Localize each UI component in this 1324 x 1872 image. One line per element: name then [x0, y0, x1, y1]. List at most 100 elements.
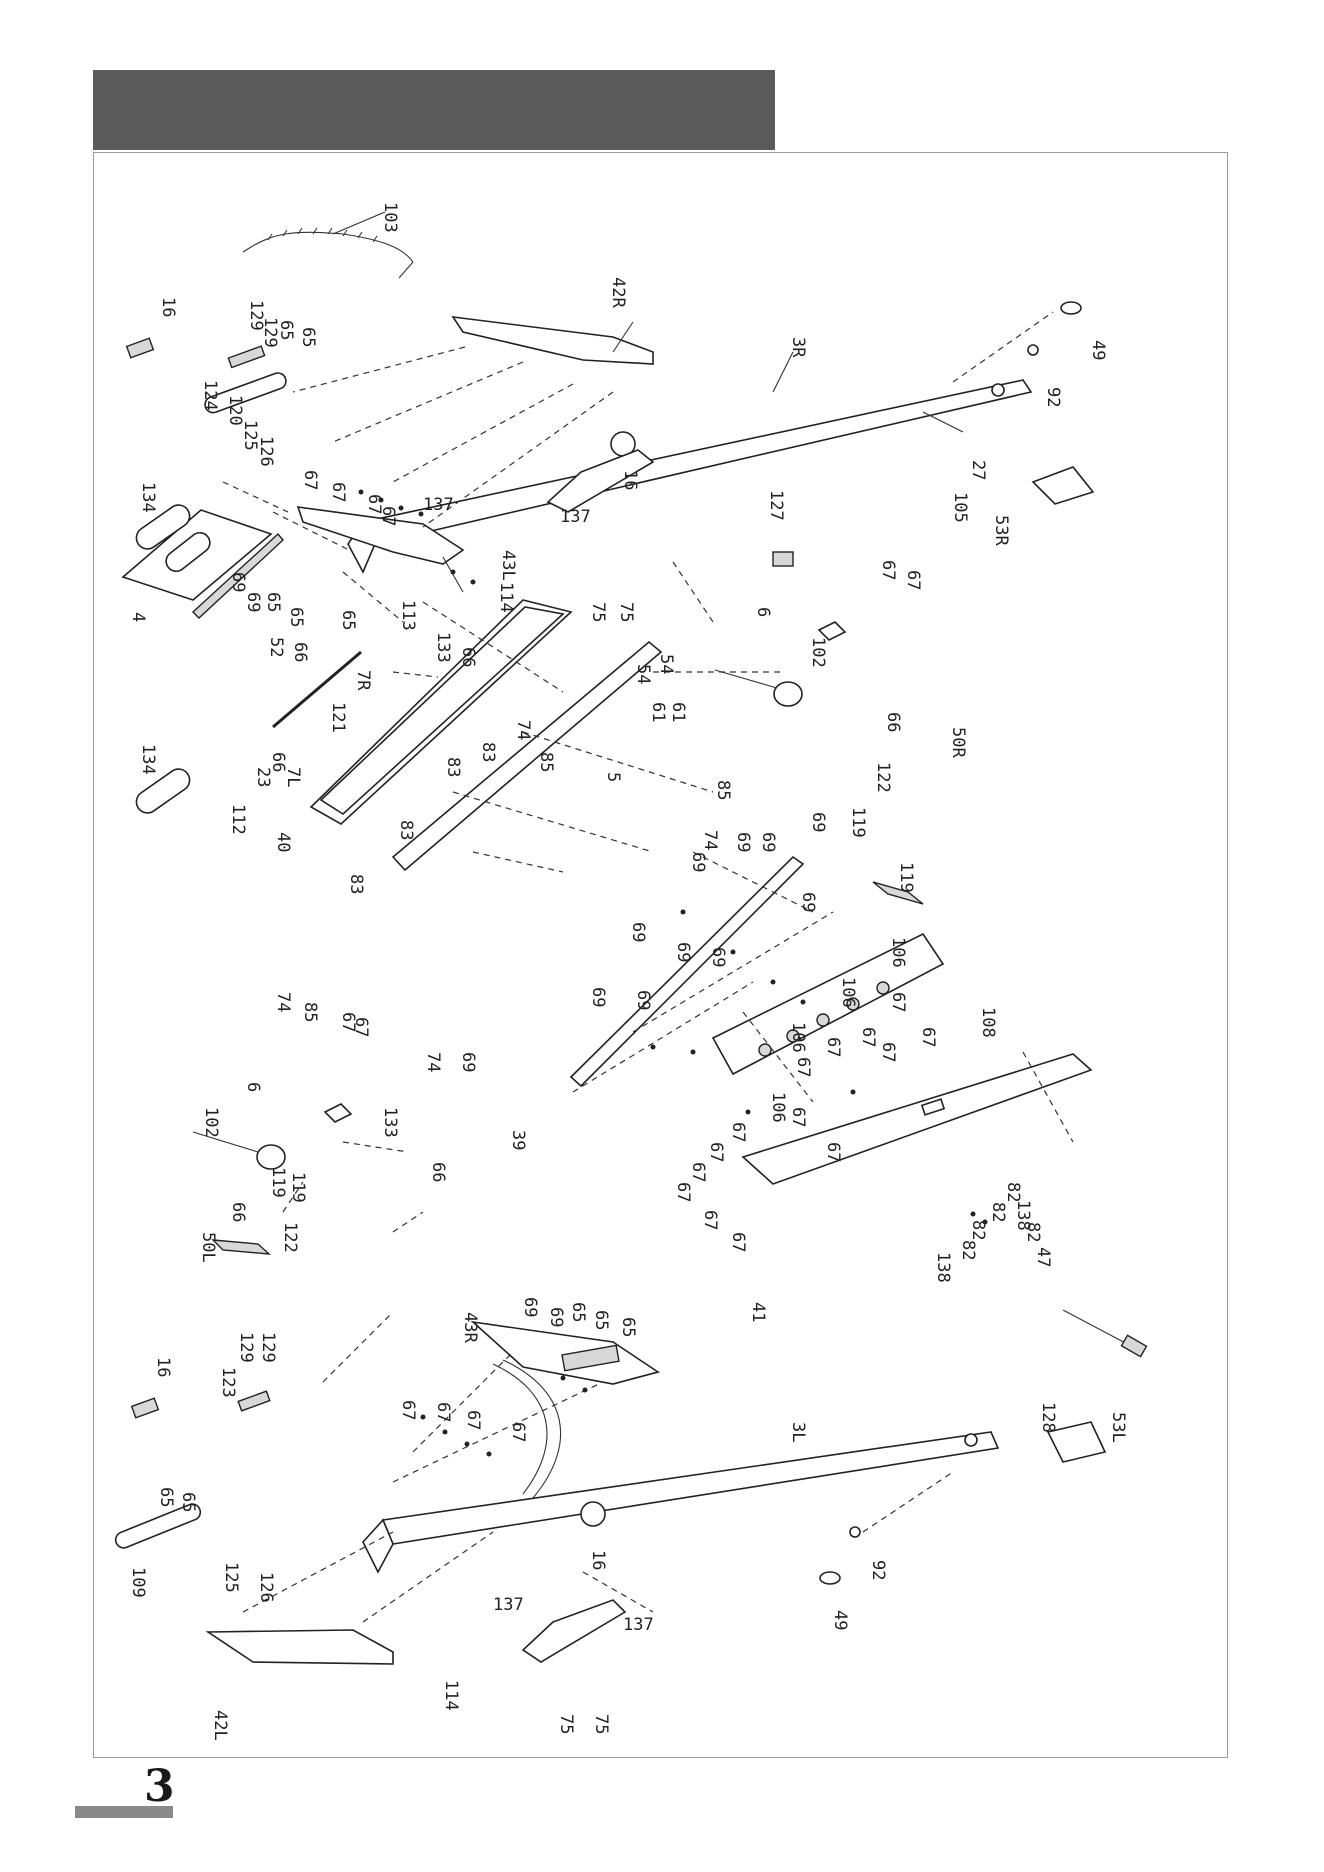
- part-label: 113: [398, 600, 418, 631]
- part-label: 6: [243, 1082, 263, 1092]
- cover-42R: [451, 315, 654, 365]
- part-label: 23: [253, 767, 273, 787]
- part-label: 67: [328, 482, 348, 502]
- part-label: 67: [706, 1142, 726, 1162]
- part-label: 69: [733, 832, 753, 852]
- part-label: 16: [153, 1357, 173, 1377]
- part-label: 69: [243, 592, 263, 612]
- part-label: 47: [1033, 1247, 1053, 1267]
- part-label: 67: [823, 1142, 843, 1162]
- knob-16-left: [580, 1501, 606, 1527]
- part-label: 103: [380, 202, 400, 233]
- part-label: 67: [700, 1210, 720, 1230]
- part-label: 69: [633, 990, 653, 1010]
- part-label: 129: [260, 317, 280, 348]
- part-label: 69: [628, 922, 648, 942]
- part-label: 67: [728, 1122, 748, 1142]
- part-label: 42R: [608, 277, 628, 308]
- part-label: 65: [591, 1310, 611, 1330]
- part-label: 69: [520, 1297, 540, 1317]
- part-label: 106: [788, 1022, 808, 1053]
- wire-harness: [492, 1359, 562, 1499]
- part-label: 40: [273, 832, 293, 852]
- part-label: 42L: [210, 1710, 230, 1741]
- part-label: 125: [221, 1562, 241, 1593]
- washer-92-left: [849, 1526, 861, 1538]
- part-label: 3L: [788, 1422, 808, 1442]
- part-label: 124: [200, 380, 220, 411]
- footer-bar: [75, 1806, 173, 1818]
- part-label: 61: [648, 702, 668, 722]
- grip-109: [114, 1503, 202, 1549]
- part-label: 119: [288, 1172, 308, 1203]
- part-label: 65: [178, 1492, 198, 1512]
- part-label: 137: [423, 495, 454, 515]
- part-label: 102: [201, 1107, 221, 1138]
- upright-left-3L: [362, 1431, 1000, 1574]
- part-label: 137: [493, 1595, 524, 1615]
- part-label: 52: [266, 637, 286, 657]
- part-label: 67: [688, 1162, 708, 1182]
- part-label: 67: [858, 1027, 878, 1047]
- part-label: 138: [1013, 1200, 1033, 1231]
- part-label: 106: [838, 977, 858, 1008]
- part-label: 83: [346, 874, 366, 894]
- badge-134-mid: [135, 768, 191, 814]
- part-label: 67: [351, 1017, 371, 1037]
- part-6-right: [817, 621, 847, 641]
- crossbar-5: [391, 640, 663, 872]
- part-label: 65: [156, 1487, 176, 1507]
- assembly-lines: [222, 311, 1074, 1623]
- part-label: 66: [268, 752, 288, 772]
- grip-120: [204, 372, 287, 414]
- part-label: 65: [618, 1317, 638, 1337]
- part-label: 83: [396, 820, 416, 840]
- part-label: 67: [433, 1402, 453, 1422]
- spring-128: [1062, 1309, 1148, 1358]
- part-label: 65: [298, 327, 318, 347]
- part-label: 67: [823, 1037, 843, 1057]
- part-label: 119: [268, 1167, 288, 1198]
- rod-121: [272, 650, 362, 729]
- part-label: 121: [328, 702, 348, 733]
- part-label: 82: [1003, 1182, 1023, 1202]
- part-label: 7R: [353, 670, 373, 691]
- part-label: 83: [443, 757, 463, 777]
- sensor-102-right: [714, 669, 803, 707]
- part-label: 129: [236, 1332, 256, 1363]
- part-label: 74: [273, 992, 293, 1012]
- part-label: 119: [848, 807, 868, 838]
- part-label: 75: [556, 1714, 576, 1734]
- part-label: 69: [758, 832, 778, 852]
- page-number: 3: [144, 1761, 175, 1812]
- part-label: 82: [988, 1202, 1008, 1222]
- part-label: 125: [240, 420, 260, 451]
- badge-134-top: [135, 504, 191, 550]
- part-label: 114: [441, 1680, 461, 1711]
- part-label: 66: [428, 1162, 448, 1182]
- part-label: 74: [700, 830, 720, 850]
- part-label: 134: [138, 744, 158, 775]
- part-label: 105: [950, 492, 970, 523]
- part-label: 67: [903, 570, 923, 590]
- part-label: 92: [868, 1560, 888, 1580]
- part-6-left: [323, 1103, 353, 1123]
- part-label: 67: [508, 1422, 528, 1442]
- part-label: 74: [513, 720, 533, 740]
- exploded-parts-diagram: 103 42R 3R 16 129 129 65 65 124 120 125 …: [114, 202, 1148, 1741]
- part-label: 133: [433, 632, 453, 663]
- part-label: 85: [300, 1002, 320, 1022]
- part-label: 49: [830, 1610, 850, 1630]
- part-label: 122: [280, 1222, 300, 1253]
- bracket-114-left: [521, 1599, 627, 1663]
- part-label: 69: [673, 942, 693, 962]
- board-108: [711, 932, 945, 1076]
- part-label: 16: [158, 297, 178, 317]
- part-label: 69: [228, 572, 248, 592]
- part-label: 39: [508, 1130, 528, 1150]
- part-label: 67: [398, 1400, 418, 1420]
- end-cap-16-top: [125, 337, 155, 359]
- part-label: 126: [256, 436, 276, 467]
- part-label: 134: [138, 482, 158, 513]
- part-label: 126: [256, 1572, 276, 1603]
